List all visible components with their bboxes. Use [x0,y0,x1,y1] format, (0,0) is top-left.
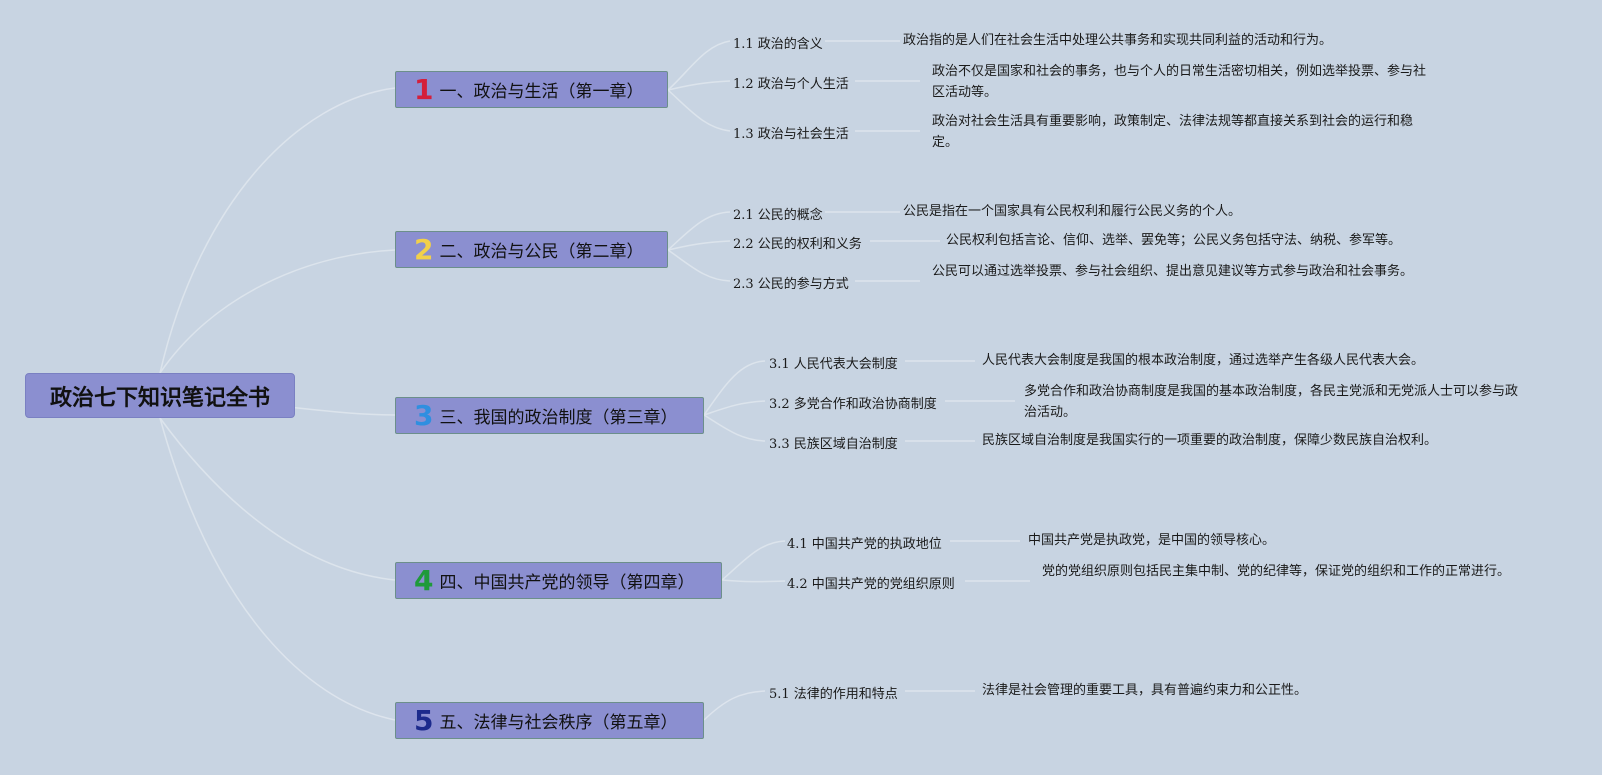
topic-label-1-2[interactable]: 1.2 政治与个人生活 [733,77,849,92]
chapter-number-2: 2 [414,232,434,266]
topic-desc-2-1: 公民是指在一个国家具有公民权利和履行公民义务的个人。 [903,204,1242,219]
topic-desc-3-3: 民族区域自治制度是我国实行的一项重要的政治制度，保障少数民族自治权利。 [982,433,1438,448]
topic-desc-3-2: 多党合作和政治协商制度是我国的基本政治制度，各民主党派和无党派人士可以参与政治活… [1024,384,1519,420]
topic-label-4-2[interactable]: 4.2 中国共产党的党组织原则 [787,577,955,592]
topic-label-3-2[interactable]: 3.2 多党合作和政治协商制度 [769,397,937,412]
chapter-number-1: 1 [414,72,434,106]
chapter-title-2: 二、政治与公民（第二章） [439,242,644,262]
chapter-node-2[interactable]: 2 二、政治与公民（第二章） [395,231,668,268]
root-title: 政治七下知识笔记全书 [49,385,270,411]
topic-label-2-3[interactable]: 2.3 公民的参与方式 [733,277,849,292]
topic-label-3-1[interactable]: 3.1 人民代表大会制度 [769,357,898,372]
topic-desc-2-2: 公民权利包括言论、信仰、选举、罢免等；公民义务包括守法、纳税、参军等。 [946,233,1402,248]
chapter-number-4: 4 [414,563,434,597]
topic-label-5-1[interactable]: 5.1 法律的作用和特点 [769,687,898,702]
topic-desc-4-2: 党的党组织原则包括民主集中制、党的纪律等，保证党的组织和工作的正常进行。 [1042,564,1511,579]
topic-desc-5-1: 法律是社会管理的重要工具，具有普遍约束力和公正性。 [982,683,1308,698]
topic-desc-1-2: 政治不仅是国家和社会的事务，也与个人的日常生活密切相关，例如选举投票、参与社区活… [932,64,1427,100]
topic-desc-2-3: 公民可以通过选举投票、参与社会组织、提出意见建议等方式参与政治和社会事务。 [932,264,1414,279]
topic-label-2-1[interactable]: 2.1 公民的概念 [733,208,823,223]
topic-desc-1-1: 政治指的是人们在社会生活中处理公共事务和实现共同利益的活动和行为。 [903,33,1333,48]
topic-label-3-3[interactable]: 3.3 民族区域自治制度 [769,437,898,452]
chapter-title-3: 三、我国的政治制度（第三章） [439,408,678,428]
chapter-node-5[interactable]: 5 五、法律与社会秩序（第五章） [395,702,704,739]
topic-label-4-1[interactable]: 4.1 中国共产党的执政地位 [787,537,942,552]
topic-desc-1-3: 政治对社会生活具有重要影响，政策制定、法律法规等都直接关系到社会的运行和稳定。 [932,114,1414,150]
chapter-title-5: 五、法律与社会秩序（第五章） [439,713,678,733]
chapter-number-5: 5 [414,703,434,737]
chapter-number-3: 3 [414,398,434,432]
root-node[interactable]: 政治七下知识笔记全书 [25,373,295,418]
chapter-node-3[interactable]: 3 三、我国的政治制度（第三章） [395,397,704,434]
chapter-node-4[interactable]: 4 四、中国共产党的领导（第四章） [395,562,722,599]
topic-label-1-1[interactable]: 1.1 政治的含义 [733,37,823,52]
topic-label-1-3[interactable]: 1.3 政治与社会生活 [733,127,849,142]
topic-desc-3-1: 人民代表大会制度是我国的根本政治制度，通过选举产生各级人民代表大会。 [982,353,1425,368]
topic-desc-4-1: 中国共产党是执政党，是中国的领导核心。 [1028,533,1276,548]
chapter-node-1[interactable]: 1 一、政治与生活（第一章） [395,71,668,108]
topic-label-2-2[interactable]: 2.2 公民的权利和义务 [733,237,862,252]
chapter-title-1: 一、政治与生活（第一章） [439,82,644,102]
chapter-title-4: 四、中国共产党的领导（第四章） [439,573,695,593]
